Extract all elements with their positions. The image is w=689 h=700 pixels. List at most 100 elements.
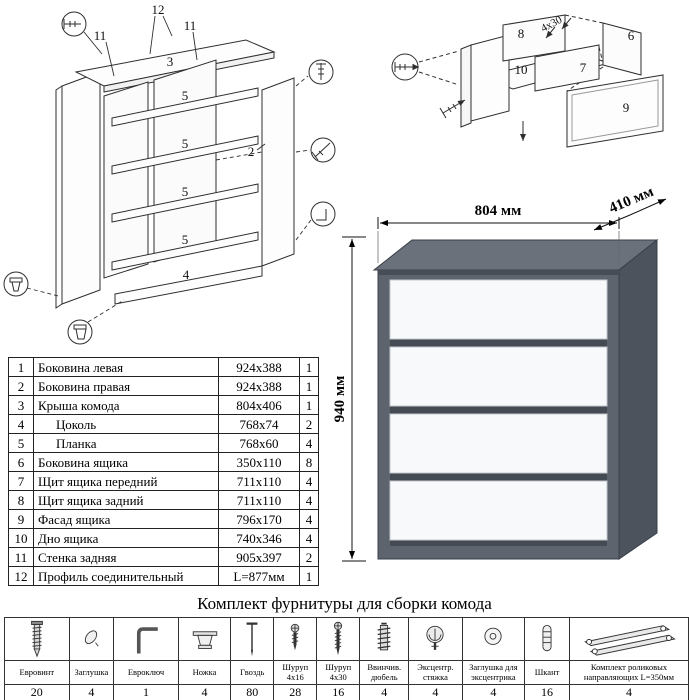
- part-size: 768x74: [218, 414, 300, 434]
- drawer-front-4: [389, 480, 608, 541]
- table-row: 6 Боковина ящика 350x110 8: [8, 452, 319, 472]
- hardware-qty: 16: [524, 684, 570, 700]
- hardware-label: Ввинчив. дюбель: [359, 660, 410, 685]
- part-qty: 4: [299, 528, 319, 548]
- hardware-quantities-row: 20 4 1 4 80 28 16 4 4 4 16 4: [4, 684, 689, 700]
- part-number: 10: [8, 528, 34, 548]
- hardware-label: Заглушка для эксцентрика: [461, 660, 526, 685]
- dresser-right-side: [618, 238, 658, 560]
- part-number-label: 2: [248, 144, 255, 159]
- drawer-front-3: [389, 413, 608, 474]
- part-number: 4: [8, 414, 34, 434]
- part-size: 924x388: [218, 357, 300, 377]
- part-name: Цоколь: [33, 414, 219, 434]
- hardware-label: Евровинт: [4, 660, 70, 685]
- cam-cap-icon: [484, 627, 502, 645]
- table-row: 11 Стенка задняя 905x397 2: [8, 547, 319, 567]
- part-number: 2: [8, 376, 34, 396]
- hardware-kit-title: Комплект фурнитуры для сборки комода: [197, 594, 492, 613]
- drawer-gap: [390, 339, 607, 347]
- leg-icon: [9, 277, 23, 292]
- drawer-front-2: [389, 346, 608, 407]
- part-size: L=877мм: [218, 566, 300, 586]
- part-size: 796x170: [218, 509, 300, 529]
- plinth-panel: [114, 265, 263, 305]
- part-size: 350x110: [218, 452, 300, 472]
- roller-guides-icon: [584, 625, 676, 656]
- part-qty: 4: [299, 490, 319, 510]
- hardware-labels-row: Евровинт Заглушка Евроключ Ножка Гвоздь …: [4, 660, 689, 685]
- part-name: Крыша комода: [33, 395, 219, 415]
- table-row: 7 Щит ящика передний 711x110 4: [8, 471, 319, 491]
- part-qty: 8: [299, 452, 319, 472]
- part-qty: 2: [299, 414, 319, 434]
- part-name: Боковина левая: [33, 357, 219, 377]
- hardware-label: Евроключ: [113, 660, 179, 685]
- table-row: 3 Крыша комода 804x406 1: [8, 395, 319, 415]
- hardware-qty: 16: [316, 684, 361, 700]
- hardware-kit-table: Евровинт Заглушка Евроключ Ножка Гвоздь …: [4, 617, 689, 700]
- part-qty: 4: [299, 433, 319, 453]
- part-name: Стенка задняя: [33, 547, 219, 567]
- part-number-label: 6: [628, 28, 635, 43]
- hardware-qty: 4: [568, 684, 689, 700]
- part-size: 740x346: [218, 528, 300, 548]
- hardware-qty: 20: [4, 684, 70, 700]
- hardware-icons-row: [4, 617, 689, 661]
- drawer-left-side: [460, 34, 510, 128]
- euroscrew-icon: [394, 62, 420, 72]
- right-side-panel: [261, 77, 295, 267]
- hardware-qty: 4: [359, 684, 410, 700]
- screw-icon: [439, 99, 466, 119]
- part-size: 711x110: [218, 471, 300, 491]
- part-number-label: 12: [152, 2, 165, 17]
- hardware-qty: 1: [113, 684, 179, 700]
- part-name: Щит ящика задний: [33, 490, 219, 510]
- part-number-label: 11: [184, 18, 197, 33]
- screw-dowel-icon: [377, 622, 391, 651]
- bracket-icon: [316, 209, 327, 221]
- part-number-label: 5: [182, 88, 189, 103]
- part-qty: 2: [299, 547, 319, 567]
- drawer-front-panel: [534, 44, 600, 92]
- part-name: Фасад ящика: [33, 509, 219, 529]
- part-number: 6: [8, 452, 34, 472]
- screw-4x30-icon: [334, 621, 343, 656]
- part-qty: 4: [299, 509, 319, 529]
- wood-dowel-icon: [542, 624, 552, 652]
- table-row: 12 Профиль соединительный L=877мм 1: [8, 566, 319, 586]
- screw-arrow: [561, 17, 572, 30]
- part-size: 924x388: [218, 376, 300, 396]
- screw-4x16-icon: [290, 623, 300, 651]
- assembly-guide-lines: [418, 14, 610, 92]
- hardware-qty: 28: [273, 684, 318, 700]
- front-rails: [111, 87, 259, 271]
- nail-icon: [246, 622, 258, 657]
- hardware-qty: 80: [230, 684, 275, 700]
- part-number-label: 4: [183, 267, 190, 282]
- screw-arrow: [545, 26, 556, 39]
- drawer-gap: [390, 540, 607, 546]
- width-dimension-label: 804 мм: [475, 203, 522, 219]
- part-qty: 4: [299, 471, 319, 491]
- hardware-qty: 4: [461, 684, 526, 700]
- dimension-lines: [342, 198, 667, 562]
- hardware-label: Эксцентр. стяжка: [408, 660, 463, 685]
- table-row: 10 Дно ящика 740x346 4: [8, 528, 319, 548]
- part-name: Щит ящика передний: [33, 471, 219, 491]
- cam-lock-icon: [426, 625, 445, 650]
- part-size: 768x60: [218, 433, 300, 453]
- part-number-label: 9: [623, 100, 630, 115]
- assembly-guide-lines: [26, 75, 312, 323]
- part-name: Дно ящика: [33, 528, 219, 548]
- part-number-label: 5: [182, 232, 189, 247]
- left-side-panel: [55, 71, 101, 309]
- hardware-label: Комплект роликовых направляющих L=350мм: [568, 660, 689, 685]
- part-number: 7: [8, 471, 34, 491]
- hardware-label: Шкант: [524, 660, 570, 685]
- dresser-top: [372, 239, 659, 271]
- drawer-facade: [566, 74, 664, 148]
- hardware-label: Ножка: [177, 660, 232, 685]
- screw-icon: [63, 19, 81, 29]
